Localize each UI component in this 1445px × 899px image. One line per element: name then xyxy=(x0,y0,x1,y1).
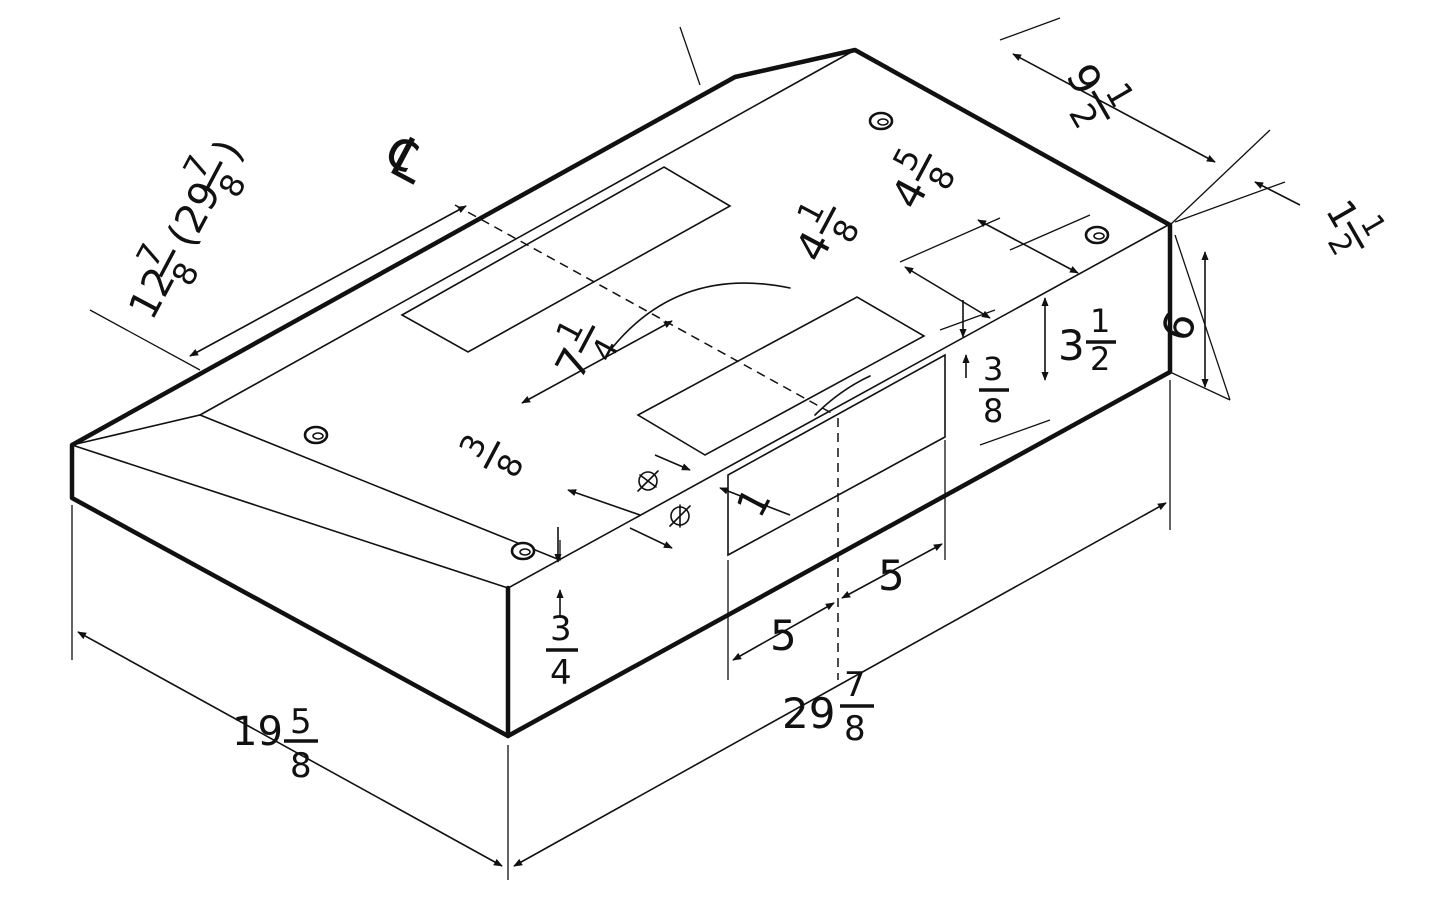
dim-line-rear-setback xyxy=(1254,181,1301,206)
dim-line-4-1-8 xyxy=(904,266,991,319)
small-3-8-num: 3 xyxy=(983,350,1003,388)
width-whole: 29 xyxy=(782,689,835,738)
back-height-den: 2 xyxy=(1090,340,1110,378)
centerlines xyxy=(454,204,839,680)
dim-line-depth xyxy=(77,631,503,867)
dim-line-centerline xyxy=(189,205,467,357)
depth-den: 8 xyxy=(290,746,312,786)
dimension-labels: 19 5 8 29 7 8 6 9 1 2 1 1 2 xyxy=(120,56,1393,787)
hood-bottom-front-edge xyxy=(507,223,1171,589)
dim-line-width xyxy=(513,502,1167,867)
hole-offset-den: 8 xyxy=(489,448,532,484)
label-hole-offset: 3 8 xyxy=(452,428,532,484)
mounting-hole-front-right xyxy=(510,541,536,561)
centerline-main xyxy=(454,204,836,416)
rear-setback-den: 2 xyxy=(1320,228,1360,262)
dim-line-knockout-left xyxy=(732,602,835,661)
dim-line-knockout-right xyxy=(841,543,943,599)
duct-arc xyxy=(611,282,791,349)
wire-hole-lower xyxy=(669,504,691,528)
label-depth: 19 5 8 xyxy=(232,702,318,786)
label-knockout-left: 5 xyxy=(770,611,797,660)
small-3-8-den: 8 xyxy=(983,392,1003,430)
back-height-num: 1 xyxy=(1090,302,1110,340)
label-knockout-right: 5 xyxy=(878,551,905,600)
label-rear-setback: 1 1 2 xyxy=(1317,193,1393,262)
dimension-lines xyxy=(77,53,1301,867)
mounting-hole-rear-left xyxy=(868,111,894,131)
dim-line-hole-offset-b xyxy=(629,527,673,549)
front-3-4-den: 4 xyxy=(550,653,572,693)
back-height-whole: 3 xyxy=(1058,321,1085,370)
centerline-symbol: ℄ xyxy=(374,122,438,197)
label-width: 29 7 8 xyxy=(782,665,874,749)
hood-bevel-rear xyxy=(734,49,856,78)
wire-hole-upper xyxy=(637,470,659,492)
hood-front-top-edge xyxy=(71,497,509,737)
filter-opening-right xyxy=(636,296,926,456)
hood-bottom-left-edge xyxy=(71,444,509,589)
mounting-hole-rear-right xyxy=(1084,225,1110,245)
top-setback-den: 2 xyxy=(1060,97,1105,136)
front-3-4-num: 3 xyxy=(550,609,572,649)
centerline-close: ) xyxy=(205,132,253,167)
knockout-rectangle xyxy=(727,353,946,557)
depth-num: 5 xyxy=(290,702,312,742)
label-centerline: 12 7 8 (29 7 8 ) xyxy=(120,132,254,326)
label-4-1-8: 4 1 8 xyxy=(786,194,868,269)
label-knockout-one: 1 xyxy=(728,481,781,525)
dim-line-knockout-one xyxy=(719,487,791,516)
dim-line-top-setback xyxy=(1012,53,1216,163)
label-duct: 7 1 4 xyxy=(546,313,627,387)
duct-arc-lower xyxy=(814,375,871,416)
depth-whole: 19 xyxy=(232,709,283,755)
label-top-setback: 9 1 2 xyxy=(1056,56,1142,136)
label-back-height: 3 1 2 xyxy=(1058,302,1116,378)
dim-line-wire-hole xyxy=(654,454,691,471)
label-front-3-4: 3 4 xyxy=(546,609,578,693)
hole-offset-num: 3 xyxy=(452,428,495,464)
hood-bevel-left xyxy=(199,49,856,416)
label-height: 6 xyxy=(1151,306,1206,348)
dim-line-hole-offset xyxy=(567,489,641,516)
width-den: 8 xyxy=(844,709,866,749)
mounting-holes xyxy=(303,111,1110,561)
dim-line-duct xyxy=(521,320,673,404)
mounting-hole-front-left xyxy=(303,425,329,445)
label-small-3-8: 3 8 xyxy=(979,350,1009,430)
width-num: 7 xyxy=(844,665,866,705)
dim-line-4-5-8 xyxy=(977,219,1079,274)
label-4-5-8: 4 5 8 xyxy=(882,141,964,216)
